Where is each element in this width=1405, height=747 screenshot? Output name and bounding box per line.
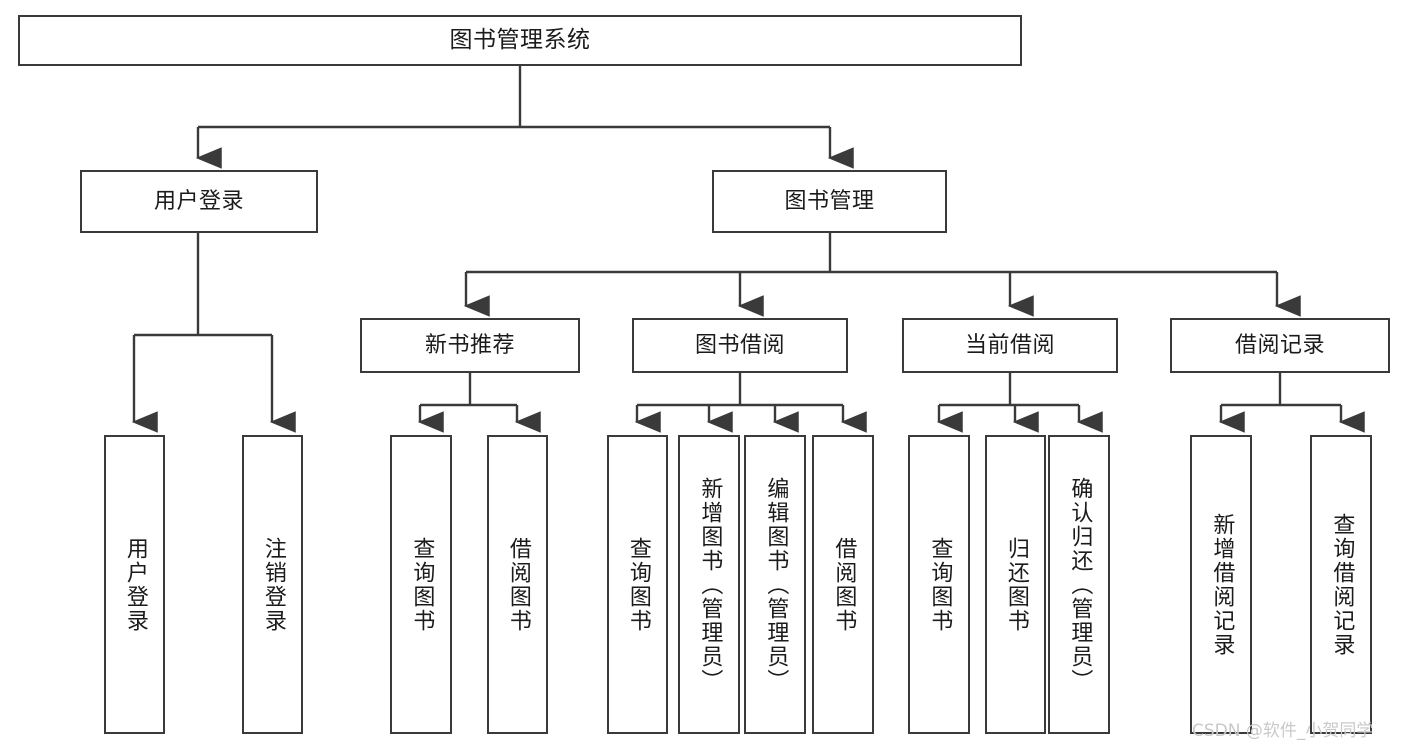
node-label: 图书管理系统 [449,27,591,54]
node-user-login[interactable]: 用户登录 [80,170,318,233]
node-book-borrow[interactable]: 图书借阅 [632,318,848,373]
leaf-edit-book-admin[interactable]: 编辑图书（管理员） [744,435,806,734]
node-new-book-recommend[interactable]: 新书推荐 [360,318,580,373]
leaf-logout-login[interactable]: 注销登录 [242,435,303,734]
node-label: 查询图书 [625,536,651,633]
node-label: 借阅记录 [1234,332,1325,358]
leaf-borrow-book-recommend[interactable]: 借阅图书 [487,435,548,734]
node-label: 新书推荐 [424,332,515,358]
leaf-query-borrow-record[interactable]: 查询借阅记录 [1310,435,1372,734]
node-label: 用户登录 [153,188,244,214]
node-label: 当前借阅 [964,332,1055,358]
node-root-book-management-system[interactable]: 图书管理系统 [18,15,1022,66]
node-current-borrow[interactable]: 当前借阅 [902,318,1118,373]
node-label: 查询图书 [409,536,435,633]
leaf-user-login[interactable]: 用户登录 [104,435,165,734]
node-label: 确认归还（管理员） [1067,476,1093,693]
node-label: 查询图书 [927,536,953,633]
node-label: 归还图书 [1003,536,1029,633]
node-label: 查询借阅记录 [1329,512,1355,657]
node-label: 图书管理 [784,188,875,214]
node-label: 用户登录 [122,536,148,633]
node-label: 新增图书（管理员） [697,476,723,693]
leaf-return-book[interactable]: 归还图书 [985,435,1046,734]
csdn-watermark: CSDN @软件_小贺同学 [1192,721,1374,741]
node-book-management[interactable]: 图书管理 [712,170,947,233]
leaf-query-book-borrow[interactable]: 查询图书 [607,435,668,734]
node-label: 编辑图书（管理员） [763,476,789,693]
node-label: 借阅图书 [505,536,531,633]
leaf-confirm-return-admin[interactable]: 确认归还（管理员） [1048,435,1110,734]
leaf-add-borrow-record[interactable]: 新增借阅记录 [1190,435,1252,734]
node-label: 图书借阅 [694,332,785,358]
node-label: 新增借阅记录 [1209,512,1235,657]
leaf-add-book-admin[interactable]: 新增图书（管理员） [678,435,740,734]
node-borrow-record[interactable]: 借阅记录 [1170,318,1390,373]
leaf-query-book-recommend[interactable]: 查询图书 [390,435,452,734]
leaf-borrow-book[interactable]: 借阅图书 [812,435,874,734]
leaf-query-book-current[interactable]: 查询图书 [908,435,970,734]
node-label: 借阅图书 [831,536,857,633]
node-label: 注销登录 [260,536,286,633]
